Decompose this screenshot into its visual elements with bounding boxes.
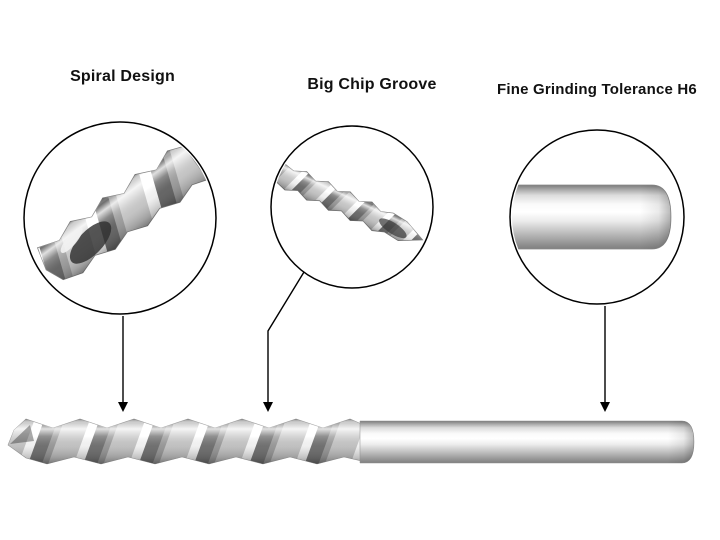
callout-label-big-chip-groove: Big Chip Groove [307, 76, 437, 93]
magnified-spiral-design [36, 145, 209, 281]
end-mill-tool [7, 418, 695, 465]
magnified-groove-opening [379, 218, 407, 239]
callout-label-spiral-design: Spiral Design [70, 68, 175, 85]
magnified-shank-end-shading [640, 185, 671, 249]
tool-shank [359, 420, 695, 464]
tool-shank-end-shading [668, 421, 694, 463]
arrow-big-chip-groove [263, 271, 305, 412]
magnified-ground-shank [512, 184, 672, 250]
tool-flute-shading [8, 419, 366, 464]
callout-label-fine-grinding-tolerance: Fine Grinding Tolerance H6 [497, 81, 697, 98]
magnified-spiral-groove [69, 221, 112, 264]
magnified-spiral-highlight [60, 227, 83, 253]
magnified-chip-groove [275, 162, 424, 241]
tool-tip-notch [10, 425, 34, 444]
